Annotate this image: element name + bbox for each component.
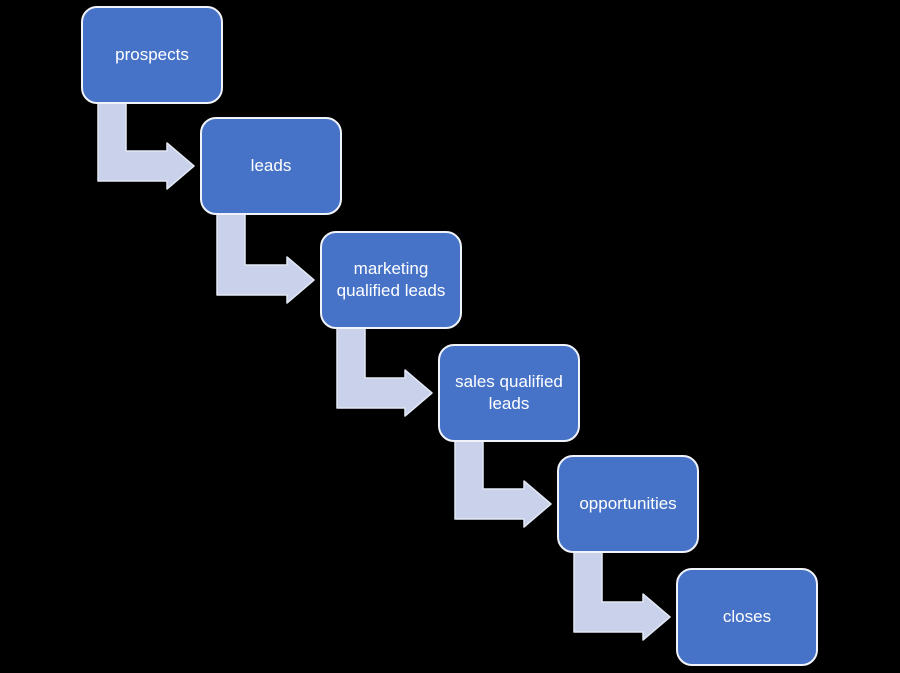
- elbow-arrow-opportunities-to-closes: [573, 544, 671, 641]
- elbow-arrow-sales-qualified-leads-to-opportunities: [454, 433, 552, 528]
- node-label: sales qualified leads: [455, 372, 563, 413]
- node-label: leads: [250, 156, 292, 175]
- node-closes: closes: [676, 568, 818, 666]
- elbow-arrow-prospects-to-leads: [97, 95, 195, 190]
- node-prospects: prospects: [81, 6, 223, 104]
- node-sales-qualified-leads: sales qualified leads: [438, 344, 580, 442]
- node-label: marketing qualified leads: [336, 259, 446, 300]
- node-label: closes: [722, 607, 772, 626]
- node-leads: leads: [200, 117, 342, 215]
- node-opportunities: opportunities: [557, 455, 699, 553]
- node-label: opportunities: [579, 494, 677, 513]
- node-marketing-qualified-leads: marketing qualified leads: [320, 231, 462, 329]
- elbow-arrow-leads-to-marketing-qualified-leads: [216, 206, 315, 304]
- elbow-arrow-marketing-to-sales-qualified-leads: [336, 320, 433, 417]
- node-label: prospects: [115, 45, 189, 64]
